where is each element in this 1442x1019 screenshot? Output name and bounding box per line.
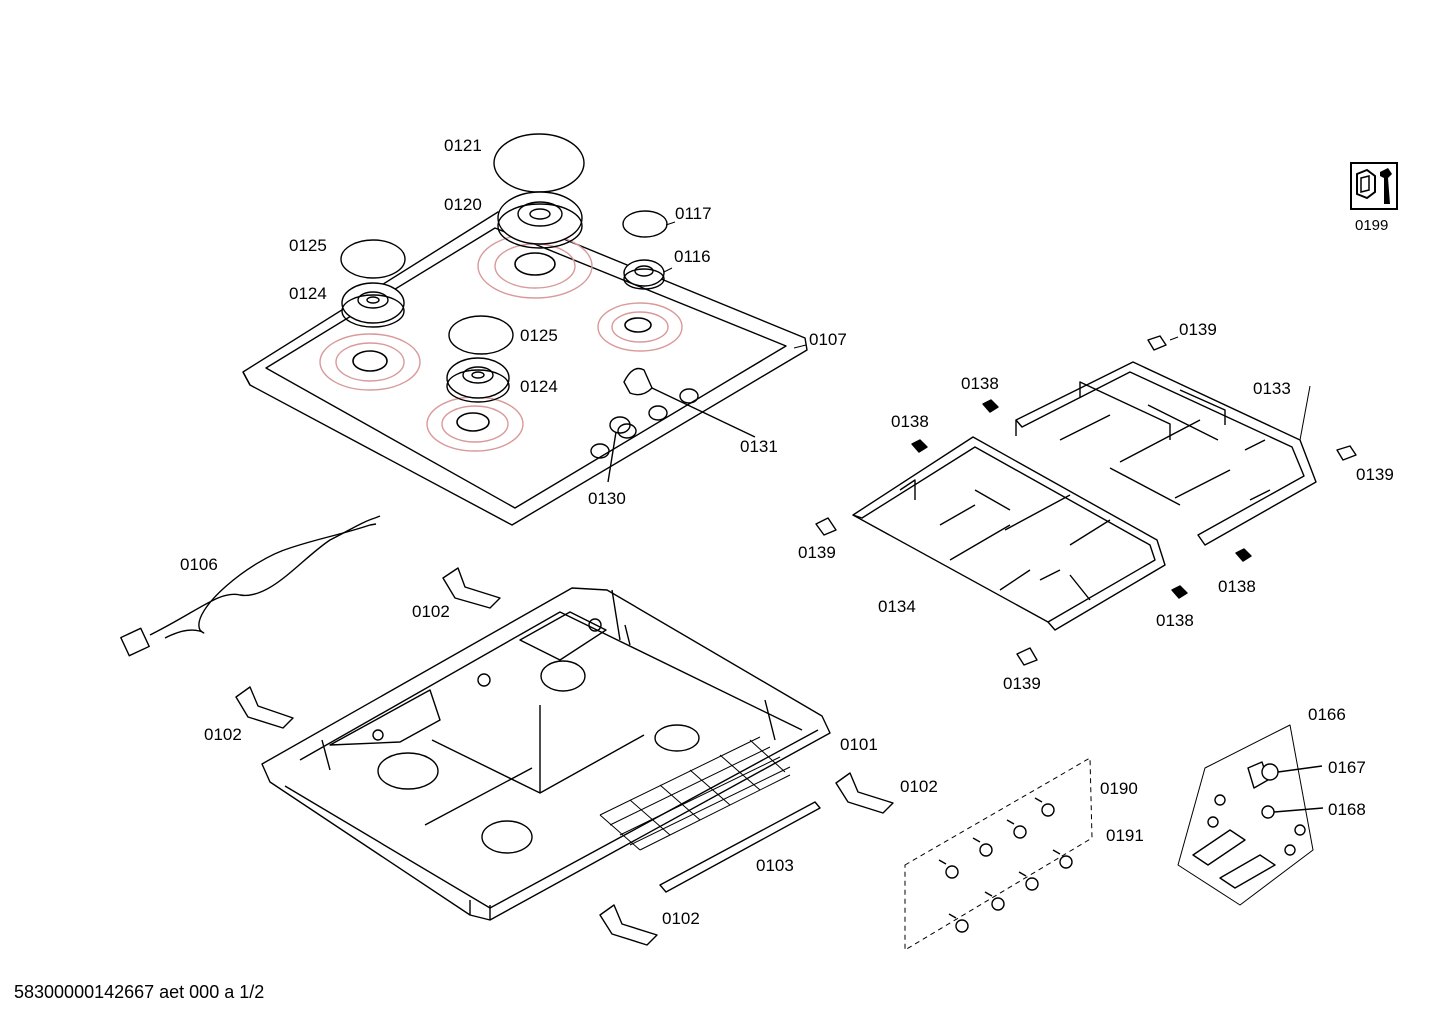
bracket-0102-top [442, 567, 501, 609]
bracket-0102-bottom [599, 904, 658, 946]
part-label-0139: 0139 [1003, 674, 1041, 693]
part-label-0139: 0139 [798, 543, 836, 562]
part-label-0124: 0124 [289, 284, 327, 303]
control-knob-0131 [623, 367, 756, 438]
clip-0139-right [1336, 445, 1357, 461]
part-label-0120: 0120 [444, 195, 482, 214]
part-label-0102: 0102 [900, 777, 938, 796]
part-label-0103: 0103 [756, 856, 794, 875]
part-label-0116: 0116 [674, 247, 711, 266]
part-label-0167: 0167 [1328, 758, 1366, 777]
hob-top-plate [242, 211, 808, 526]
burner-0116 [623, 259, 665, 290]
screws [938, 797, 1073, 933]
part-label-0130: 0130 [588, 489, 626, 508]
part-label-0131: 0131 [740, 437, 778, 456]
burner-cap-0125-center [448, 315, 514, 355]
part-label-0125: 0125 [520, 326, 558, 345]
burner-0120 [497, 191, 583, 249]
part-label-0139: 0139 [1356, 465, 1394, 484]
part-label-0102: 0102 [204, 725, 242, 744]
part-label-0138: 0138 [1218, 577, 1256, 596]
part-label-0125: 0125 [289, 236, 327, 255]
part-label-0190: 0190 [1100, 779, 1138, 798]
knob-ring-0130 [607, 416, 631, 483]
part-label-0199: 0199 [1355, 217, 1389, 234]
pan-support-0134 [852, 436, 1166, 631]
pan-support-0133 [1015, 361, 1317, 546]
part-label-0139: 0139 [1179, 320, 1217, 339]
part-label-0134: 0134 [878, 597, 916, 616]
seal-strip-0103 [659, 801, 821, 893]
screw-kit-0190 [904, 757, 1093, 951]
burner-cap-0125-left [340, 239, 406, 279]
part-label-0138: 0138 [1156, 611, 1194, 630]
part-label-0166: 0166 [1308, 705, 1346, 724]
burner-0124-center [446, 357, 510, 403]
part-label-0106: 0106 [180, 555, 218, 574]
rubber-foot-0138 [911, 399, 1252, 599]
burner-cap-0121 [493, 133, 585, 193]
burner-0124-left [341, 282, 405, 328]
part-label-0133: 0133 [1253, 379, 1291, 398]
tool-kit-icon [1350, 162, 1398, 210]
fittings-kit-0166 [1177, 724, 1324, 906]
part-label-0138: 0138 [891, 412, 929, 431]
part-label-0101: 0101 [840, 735, 878, 754]
burner-cap-0117 [622, 210, 668, 238]
bracket-0102-left [235, 686, 294, 729]
part-label-0107: 0107 [809, 330, 847, 349]
part-label-0124: 0124 [520, 377, 558, 396]
clip-0139-top [1147, 335, 1167, 351]
part-label-0191: 0191 [1106, 826, 1144, 845]
document-footer-id: 58300000142667 aet 000 a 1/2 [14, 982, 265, 1002]
base-tray-0101 [261, 587, 831, 921]
power-cable-0106 [120, 515, 381, 657]
part-label-0102: 0102 [662, 909, 700, 928]
part-label-0138: 0138 [961, 374, 999, 393]
leader-lines [663, 221, 1311, 441]
part-label-0102: 0102 [412, 602, 450, 621]
bracket-0102-right [835, 772, 894, 814]
clip-0139-left [815, 517, 837, 536]
part-label-0117: 0117 [675, 204, 712, 223]
clip-0139-bottom [1016, 647, 1038, 666]
part-label-0121: 0121 [444, 136, 482, 155]
part-label-0168: 0168 [1328, 800, 1366, 819]
